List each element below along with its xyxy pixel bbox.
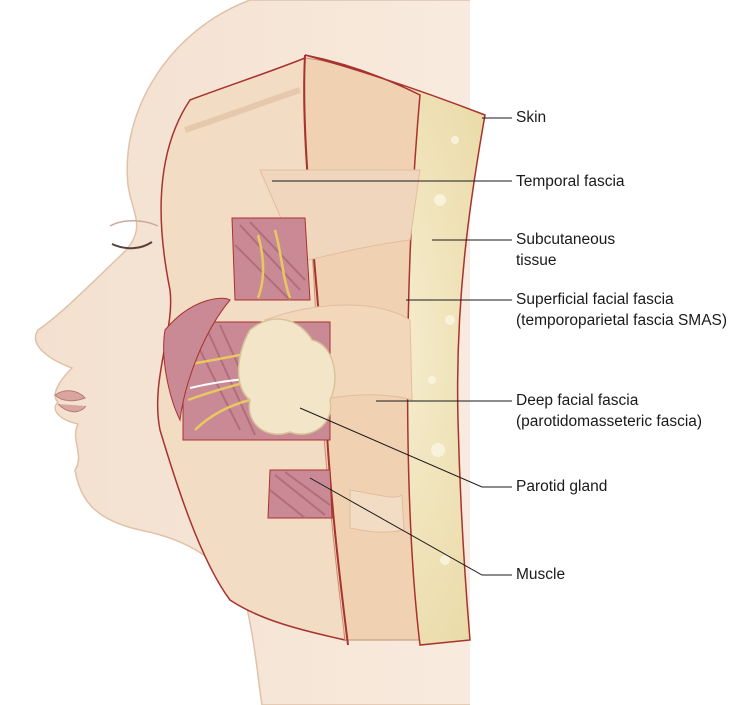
label-muscle: Muscle xyxy=(516,566,566,583)
label-line: Superficial facial fascia xyxy=(516,291,674,308)
label-line: (parotidomasseteric fascia) xyxy=(516,413,703,430)
label-subcutaneous-tissue: Subcutaneous tissue xyxy=(516,229,615,271)
eye-icon xyxy=(111,241,153,250)
lips xyxy=(54,390,87,413)
leader-lines xyxy=(272,117,512,576)
label-line: (temporoparietal fascia SMAS) xyxy=(516,312,728,329)
label-skin: Skin xyxy=(516,109,547,126)
label-parotid-gland: Parotid gland xyxy=(516,478,608,495)
label-deep-facial-fascia: Deep facial fascia (parotidomasseteric f… xyxy=(516,390,702,432)
label-line: Deep facial fascia xyxy=(516,392,639,409)
label-temporal-fascia: Temporal fascia xyxy=(516,173,625,190)
label-superficial-facial-fascia: Superficial facial fascia (temporopariet… xyxy=(516,289,727,331)
label-line: tissue xyxy=(516,252,557,269)
label-line: Subcutaneous xyxy=(516,231,616,248)
parotid-gland xyxy=(238,318,336,435)
